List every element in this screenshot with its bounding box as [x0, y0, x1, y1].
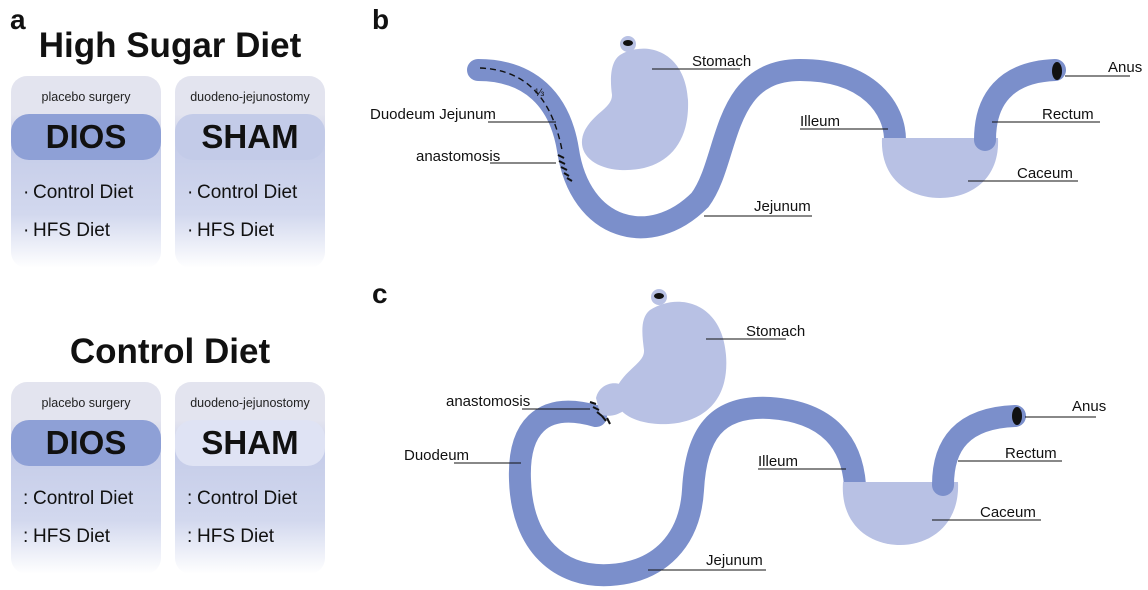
- label-rectum-c: Rectum: [1005, 445, 1057, 462]
- sham-label: SHAM: [175, 114, 325, 160]
- control-diet-title: Control Diet: [69, 332, 271, 371]
- bullet: ·: [23, 220, 30, 241]
- stomach-b: [581, 48, 689, 171]
- bypass-dashed-line: [479, 67, 563, 151]
- leader-lines-b: [488, 68, 1130, 217]
- bullet: :: [187, 526, 193, 547]
- label-illeum-c: Illeum: [758, 453, 798, 470]
- bullet: ·: [23, 182, 30, 203]
- item-text: Control Diet: [197, 182, 298, 203]
- card-high-dios: placebo surgery DIOS ·Control Diet ·HFS …: [11, 76, 161, 268]
- item-text: HFS Diet: [197, 526, 275, 547]
- label-illeum-b: Illeum: [800, 113, 840, 130]
- anastomosis-stitches-b: [557, 154, 573, 182]
- diagram-c: Stomach anastomosis Anus Duodeum Illeum …: [404, 289, 1106, 587]
- label-jejunum-b: Jejunum: [754, 198, 811, 215]
- anus-opening-c: [1012, 407, 1022, 425]
- intestine-duodenum-jejunum-b: [467, 58, 906, 239]
- bullet: :: [187, 488, 193, 509]
- esophagus-opening-b: [623, 40, 633, 46]
- high-sugar-diet-title: High Sugar Diet: [38, 26, 302, 65]
- bullet: :: [23, 526, 29, 547]
- label-caceum-b: Caceum: [1017, 165, 1073, 182]
- panel-letter-b: b: [372, 4, 390, 35]
- label-duodeum-c: Duodeum: [404, 447, 469, 464]
- label-anastomosis-c: anastomosis: [446, 393, 530, 410]
- list-item: :Control Diet: [187, 488, 297, 510]
- esophagus-opening-c: [654, 293, 664, 299]
- rectum-c: [932, 405, 1026, 496]
- panel-letter-c: c: [372, 278, 388, 309]
- card-subtitle: duodeno-jejunostomy: [190, 90, 310, 104]
- item-text: HFS Diet: [33, 526, 111, 547]
- anus-opening-b: [1052, 62, 1062, 80]
- card-subtitle: duodeno-jejunostomy: [190, 396, 310, 410]
- card-high-sham: duodeno-jejunostomy SHAM ·Control Diet ·…: [175, 76, 325, 268]
- item-text: Control Diet: [33, 182, 134, 203]
- label-rectum-b: Rectum: [1042, 106, 1094, 123]
- dios-label: DIOS: [11, 420, 161, 466]
- bullet: ·: [187, 182, 194, 203]
- bullet: ·: [187, 220, 194, 241]
- sham-label: SHAM: [175, 420, 325, 466]
- fraction-label: ⅓: [535, 87, 544, 99]
- list-item: ·Control Diet: [187, 182, 297, 204]
- label-stomach-c: Stomach: [746, 323, 805, 340]
- label-anus-b: Anus: [1108, 59, 1142, 76]
- item-text: HFS Diet: [197, 220, 275, 241]
- diagram-b: ⅓ Stomach Anus Duodeu: [370, 36, 1142, 239]
- panel-letter-a: a: [10, 4, 26, 35]
- label-stomach-b: Stomach: [692, 53, 751, 70]
- leader-lines-c: [454, 338, 1096, 571]
- dios-label: DIOS: [11, 114, 161, 160]
- stomach-c: [615, 301, 727, 425]
- label-anastomosis-b: anastomosis: [416, 148, 500, 165]
- label-caceum-c: Caceum: [980, 504, 1036, 521]
- card-control-sham: duodeno-jejunostomy SHAM :Control Diet :…: [175, 382, 325, 574]
- list-item: ·HFS Diet: [23, 220, 110, 242]
- intestine-duodenum-jejunum-c: [508, 396, 866, 587]
- item-text: Control Diet: [197, 488, 298, 509]
- card-subtitle: placebo surgery: [41, 396, 131, 410]
- label-anus-c: Anus: [1072, 398, 1106, 415]
- list-item: :HFS Diet: [187, 526, 274, 548]
- list-item: :HFS Diet: [23, 526, 110, 548]
- label-duodeum-jejunum-b: Duodeum Jejunum: [370, 106, 496, 123]
- list-item: :Control Diet: [23, 488, 133, 510]
- list-item: ·HFS Diet: [187, 220, 274, 242]
- list-item: ·Control Diet: [23, 182, 133, 204]
- rectum-b: [974, 59, 1066, 151]
- bullet: :: [23, 488, 29, 509]
- pylorus-c: [596, 383, 631, 416]
- caecum-b: [881, 138, 999, 198]
- caecum-c: [842, 482, 959, 545]
- item-text: Control Diet: [33, 488, 134, 509]
- card-control-dios: placebo surgery DIOS :Control Diet :HFS …: [11, 382, 161, 574]
- card-subtitle: placebo surgery: [41, 90, 131, 104]
- label-jejunum-c: Jejunum: [706, 552, 763, 569]
- item-text: HFS Diet: [33, 220, 111, 241]
- anastomosis-stitches-c: [589, 401, 611, 425]
